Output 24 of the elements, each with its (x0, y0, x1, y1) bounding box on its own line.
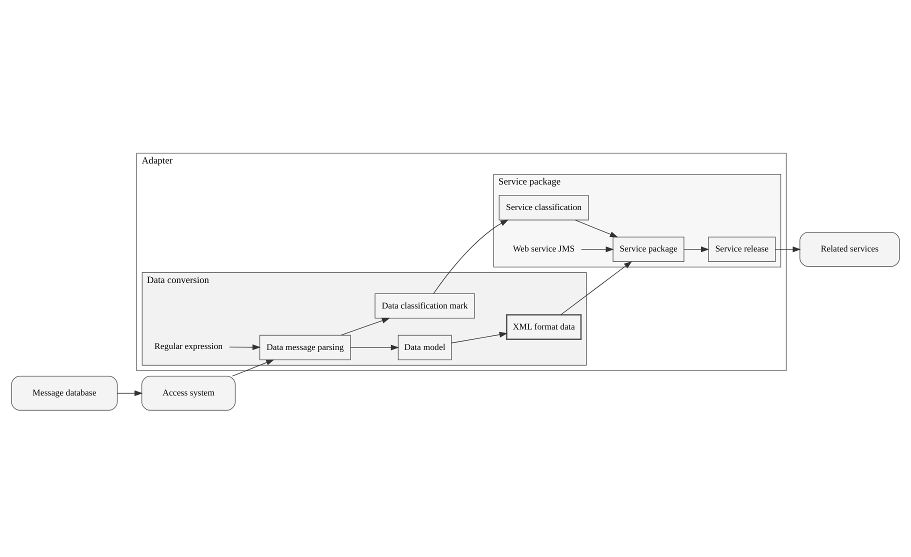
arrow (451, 331, 508, 343)
node-box: Access system (141, 375, 236, 410)
arrow (433, 219, 509, 294)
node-box: Service package (612, 236, 684, 262)
arrow (574, 219, 618, 237)
arrow (229, 344, 261, 350)
node-box: Service classification (498, 194, 589, 220)
node-box: Service release (708, 236, 776, 262)
arrow (350, 344, 400, 350)
node-text: Web service JMS (512, 243, 575, 254)
node-box: Data message parsing (259, 334, 351, 360)
node-box: Data model (398, 334, 452, 360)
node-box: XML format data (506, 314, 582, 340)
node-box: Message database (11, 375, 118, 410)
arrow (340, 317, 390, 335)
arrow (580, 246, 614, 252)
node-box: Data classification mark (374, 292, 475, 318)
arrow (775, 246, 801, 252)
arrow (560, 260, 632, 315)
node-text: Regular expression (154, 340, 223, 351)
arrow (117, 390, 143, 396)
arrow (232, 358, 274, 376)
node-box: Related services (800, 231, 900, 266)
arrow (684, 246, 710, 252)
